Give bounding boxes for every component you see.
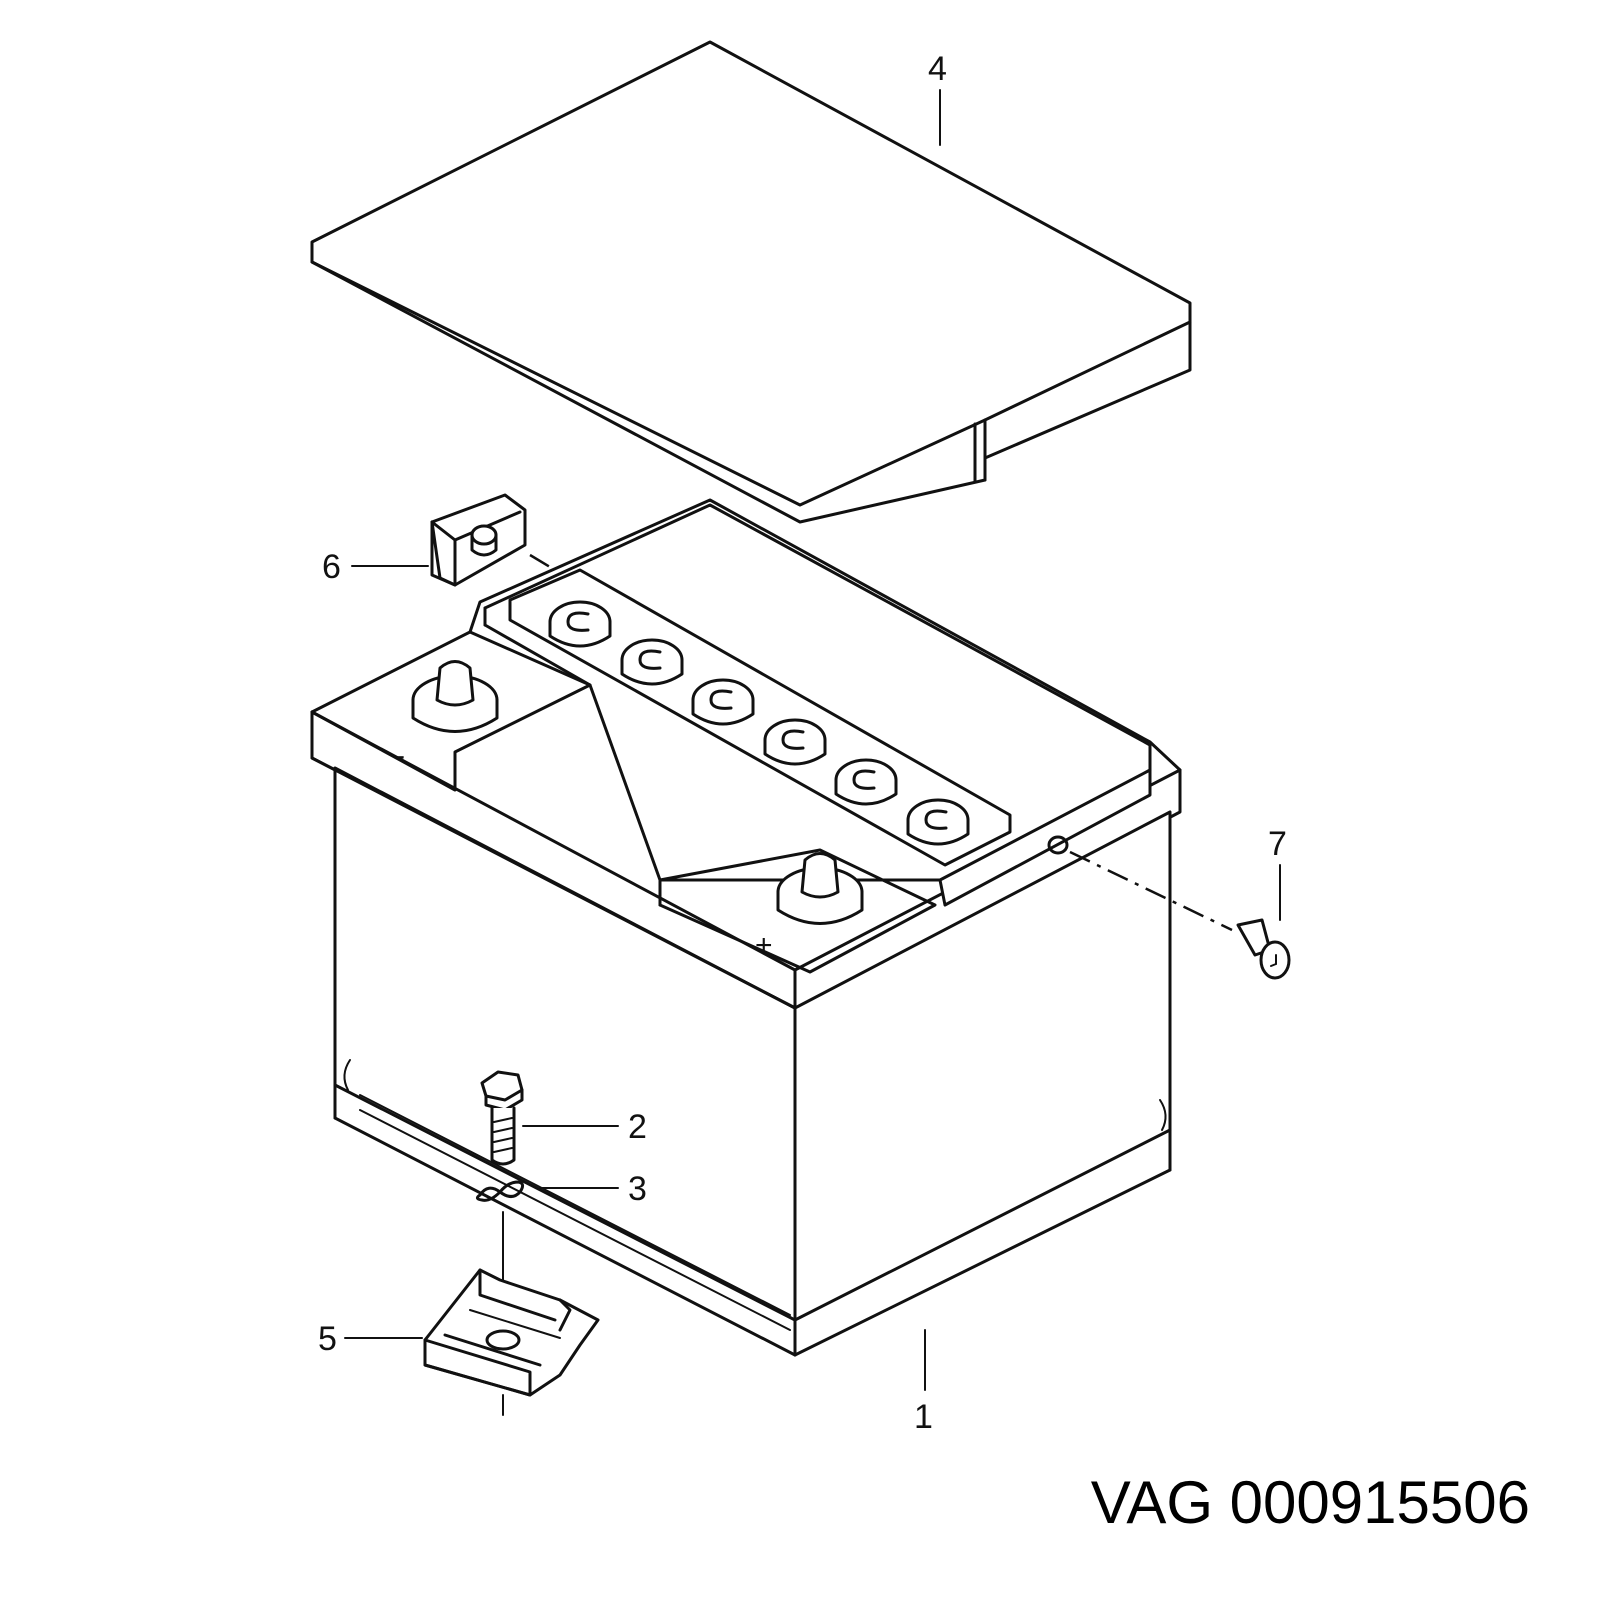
negative-sign: - (395, 739, 405, 772)
leader-lines (344, 89, 1281, 1391)
hold-down-clamp[interactable] (423, 1268, 600, 1397)
callout-1: 1 (914, 1398, 933, 1436)
vent-plug[interactable] (1236, 918, 1291, 980)
callout-2: 2 (628, 1108, 647, 1146)
callout-6: 6 (322, 548, 341, 586)
callout-4: 4 (928, 50, 947, 88)
positive-terminal (776, 852, 864, 925)
cell-caps (548, 600, 970, 846)
negative-terminal (411, 660, 499, 733)
part-number-caption: VAG 000915506 (1090, 1469, 1530, 1536)
bolt[interactable] (480, 1070, 524, 1166)
callout-3: 3 (628, 1170, 647, 1208)
positive-sign: + (755, 929, 773, 962)
callout-7: 7 (1268, 825, 1287, 863)
vent-hole (1047, 835, 1069, 855)
washer[interactable] (475, 1180, 525, 1202)
battery[interactable] (310, 498, 1182, 1357)
terminal-cap[interactable] (430, 493, 527, 587)
callout-5: 5 (318, 1320, 337, 1358)
battery-cover[interactable] (310, 40, 1192, 524)
